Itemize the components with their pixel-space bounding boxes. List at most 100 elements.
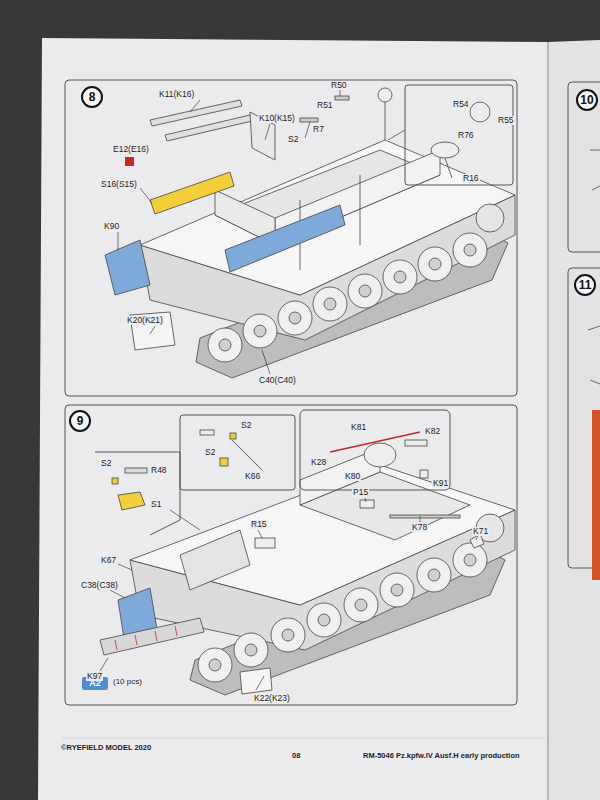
leader-lines-step-9 (100, 498, 478, 690)
illustration-line (190, 100, 200, 112)
illustration-circle (417, 558, 451, 592)
part-number: C40(C40) (258, 376, 297, 385)
illustration-circle (318, 614, 330, 626)
part-number: K97 (86, 672, 103, 681)
illustration-circle (453, 233, 487, 267)
right-page (548, 40, 600, 800)
blue-front-plate (105, 240, 150, 295)
page-gutter (547, 42, 549, 800)
frame-line (360, 175, 361, 245)
illustration-line (592, 186, 600, 190)
illustration-circle (324, 298, 336, 310)
idler-wheel (476, 204, 504, 232)
illustration-line (476, 536, 478, 540)
part-number: K71 (472, 527, 489, 536)
part-number: K22(K23) (253, 694, 291, 703)
part-light (470, 534, 484, 548)
part-number: K28 (310, 458, 327, 467)
part-number: R15 (250, 520, 268, 529)
part-number: K11(K16) (158, 90, 195, 99)
product-title: RM-5046 Pz.kpfw.IV Ausf.H early producti… (362, 752, 521, 760)
blue-side-box (225, 205, 345, 272)
illustration-line (388, 130, 405, 140)
illustration-circle (208, 328, 242, 362)
illustration-circle (209, 659, 221, 671)
illustration-line (118, 232, 119, 250)
part-number: K20(K21) (126, 316, 164, 325)
periscope-head (378, 88, 392, 102)
detail-inset (95, 452, 180, 535)
part-number: R16 (462, 174, 480, 183)
step-number: 8 (81, 86, 103, 108)
illustration-line (445, 158, 452, 178)
part-number: K82 (424, 427, 441, 436)
part-number: K67 (100, 556, 117, 565)
illustration-circle (348, 274, 382, 308)
illustration-circle (383, 260, 417, 294)
illustration-rect (125, 468, 147, 473)
illustration-rect (405, 440, 427, 446)
hull-step-8 (105, 88, 515, 378)
part-number: S2 (240, 421, 252, 430)
part-number: S2 (287, 135, 299, 144)
node-text: 8 (89, 91, 96, 103)
step-number: 9 (69, 410, 91, 432)
node-text: 9 (77, 415, 84, 427)
page-number: 08 (291, 752, 301, 760)
detail-inset (180, 415, 295, 490)
part-number: K10(K15) (258, 114, 296, 123)
illustration-line (115, 640, 117, 650)
illustration-circle (355, 599, 367, 611)
part-number: K66 (244, 472, 261, 481)
step-number: 10 (576, 89, 598, 111)
part-number: R76 (457, 131, 475, 140)
illustration-rect (230, 433, 236, 439)
part-number: R48 (150, 466, 168, 475)
detail-inset (405, 85, 513, 185)
part-plate (240, 668, 272, 694)
illustration-line (150, 326, 155, 334)
illustration-line (100, 658, 108, 671)
illustration-line (170, 510, 200, 530)
illustration-ellipse (364, 443, 396, 467)
illustration-circle (344, 588, 378, 622)
illustration-circle (453, 543, 487, 577)
illustration-line (365, 498, 366, 502)
part-number: S16(S15) (100, 180, 138, 189)
illustration-rect (112, 478, 118, 484)
road-wheels (198, 543, 487, 682)
illustration-circle (394, 271, 406, 283)
illustration-polygon (118, 492, 145, 510)
illustration-circle (254, 325, 266, 337)
illustration-circle (278, 301, 312, 335)
illustration-circle (470, 102, 490, 122)
track-link-marks (115, 626, 177, 650)
part-number: R54 (452, 100, 470, 109)
part-number: R50 (330, 81, 348, 90)
illustration-circle (234, 633, 268, 667)
illustration-circle (359, 285, 371, 297)
illustration-line (110, 590, 125, 598)
illustration-line (175, 626, 177, 636)
page-edge-tab (592, 410, 600, 580)
part-hatch (360, 500, 374, 508)
illustration-line (256, 676, 264, 690)
detail-inset (300, 410, 450, 490)
footer-rule (62, 738, 545, 739)
part-number: K90 (103, 222, 120, 231)
step-panel (568, 82, 600, 252)
leader-lines-step-8 (118, 90, 405, 374)
part-number: C38(C38) (80, 581, 119, 590)
right-page-details (588, 150, 600, 384)
part-pin (335, 96, 349, 100)
illustration-line (232, 440, 262, 470)
illustration-line (590, 150, 600, 151)
illustration-line (265, 124, 270, 140)
illustration-circle (282, 629, 294, 641)
illustration-line (135, 635, 137, 645)
copyright-note: ©RYEFIELD MODEL 2020 (60, 744, 152, 752)
left-page (38, 38, 548, 800)
part-number: P15 (352, 488, 369, 497)
illustration-line (590, 380, 600, 384)
illustration-line (140, 188, 152, 203)
